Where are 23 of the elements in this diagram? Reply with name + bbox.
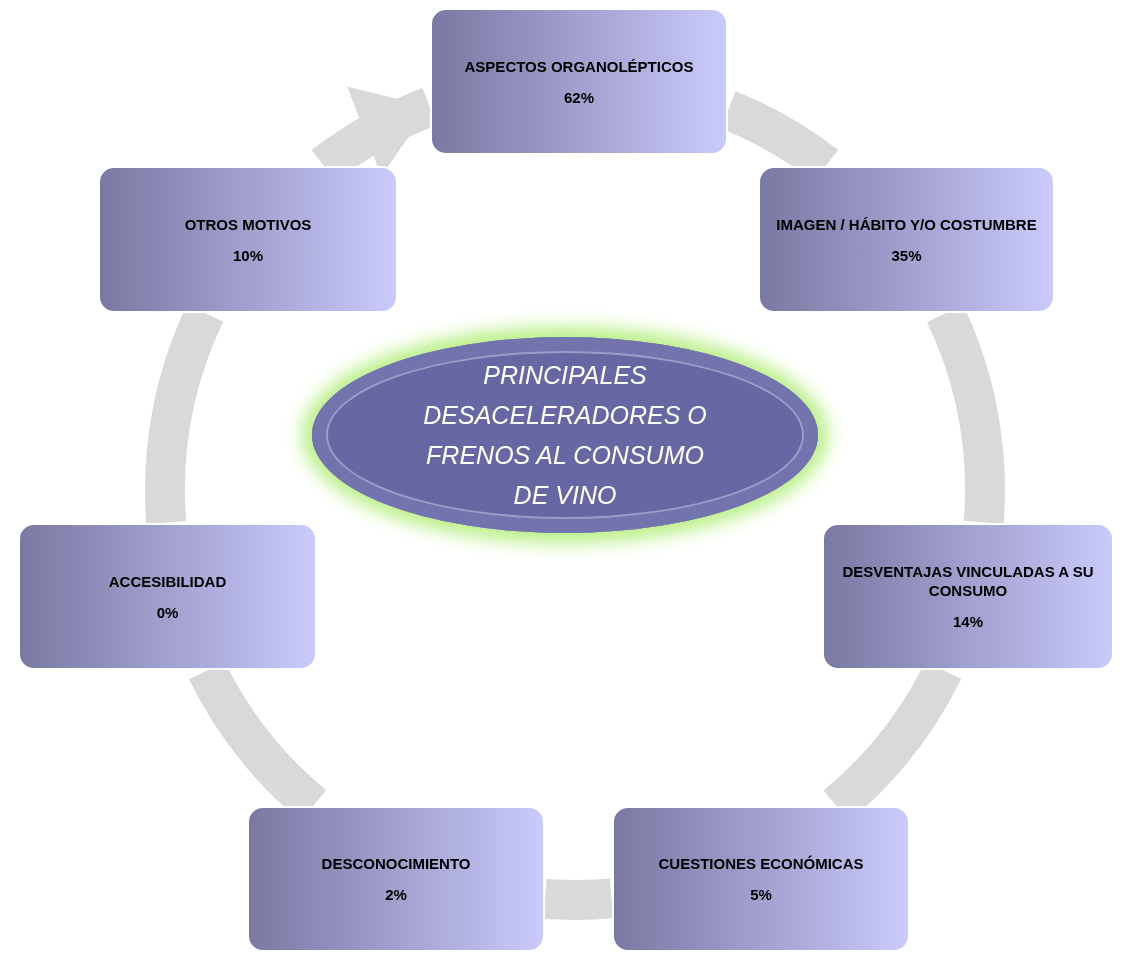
category-box <box>98 166 398 313</box>
category-label: IMAGEN / HÁBITO Y/O COSTUMBRE <box>776 214 1037 234</box>
category-label: DESCONOCIMIENTO <box>321 854 471 873</box>
category-label: DESVENTAJAS VINCULADAS A SU CONSUMO <box>841 562 1095 600</box>
category-box <box>612 806 910 952</box>
category-label: OTROS MOTIVOS <box>184 214 312 234</box>
percentage-value: 14% <box>953 612 983 631</box>
central-title: PRINCIPALES DESACELERADORES O FRENOS AL CONSUMO DE VINO <box>422 360 708 511</box>
category-label: ACCESIBILIDAD <box>108 571 227 591</box>
percentage-value: 35% <box>891 245 922 265</box>
category-box <box>247 806 545 952</box>
category-label: CUESTIONES ECONÓMICAS <box>658 854 864 873</box>
category-box <box>18 523 317 670</box>
category-box <box>430 8 728 155</box>
percentage-value: 10% <box>233 245 263 265</box>
category-label: ASPECTOS ORGANOLÉPTICOS <box>464 56 694 76</box>
percentage-value: 5% <box>750 885 772 904</box>
central-ellipse <box>312 337 818 533</box>
percentage-value: 2% <box>385 885 407 904</box>
percentage-value: 62% <box>564 87 594 107</box>
category-box <box>758 166 1055 313</box>
percentage-value: 0% <box>156 602 179 622</box>
category-box <box>822 523 1114 670</box>
